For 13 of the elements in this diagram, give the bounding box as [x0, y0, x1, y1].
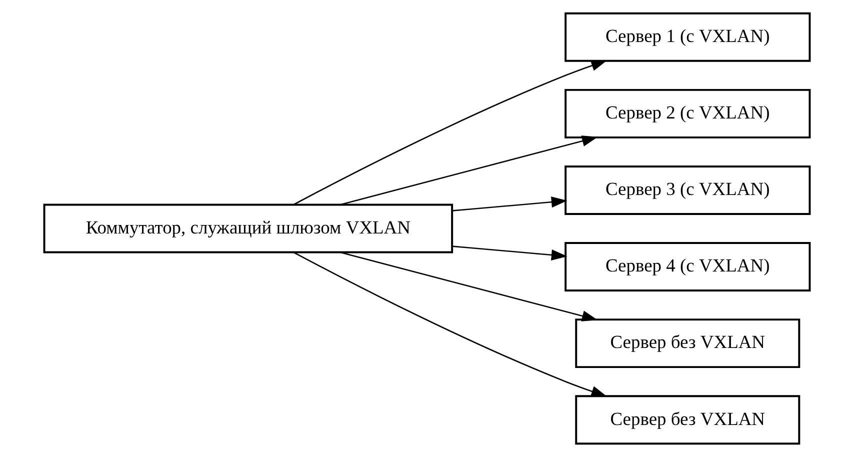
node-box: Сервер 1 (с VXLAN): [564, 12, 811, 62]
arrow: [340, 136, 598, 206]
arrow: [452, 246, 568, 260]
node-box: Коммутатор, служащий шлюзом VXLAN: [43, 204, 454, 254]
node-box: Сервер 3 (с VXLAN): [564, 165, 811, 215]
arrow: [340, 252, 598, 322]
arrow: [293, 60, 608, 206]
arrow: [452, 196, 568, 212]
node-box: Сервер 4 (с VXLAN): [564, 242, 811, 292]
node-box: Сервер без VXLAN: [575, 395, 800, 445]
node-box: Сервер 2 (с VXLAN): [564, 88, 811, 138]
node-box: Сервер без VXLAN: [575, 318, 800, 368]
arrow: [293, 252, 608, 397]
